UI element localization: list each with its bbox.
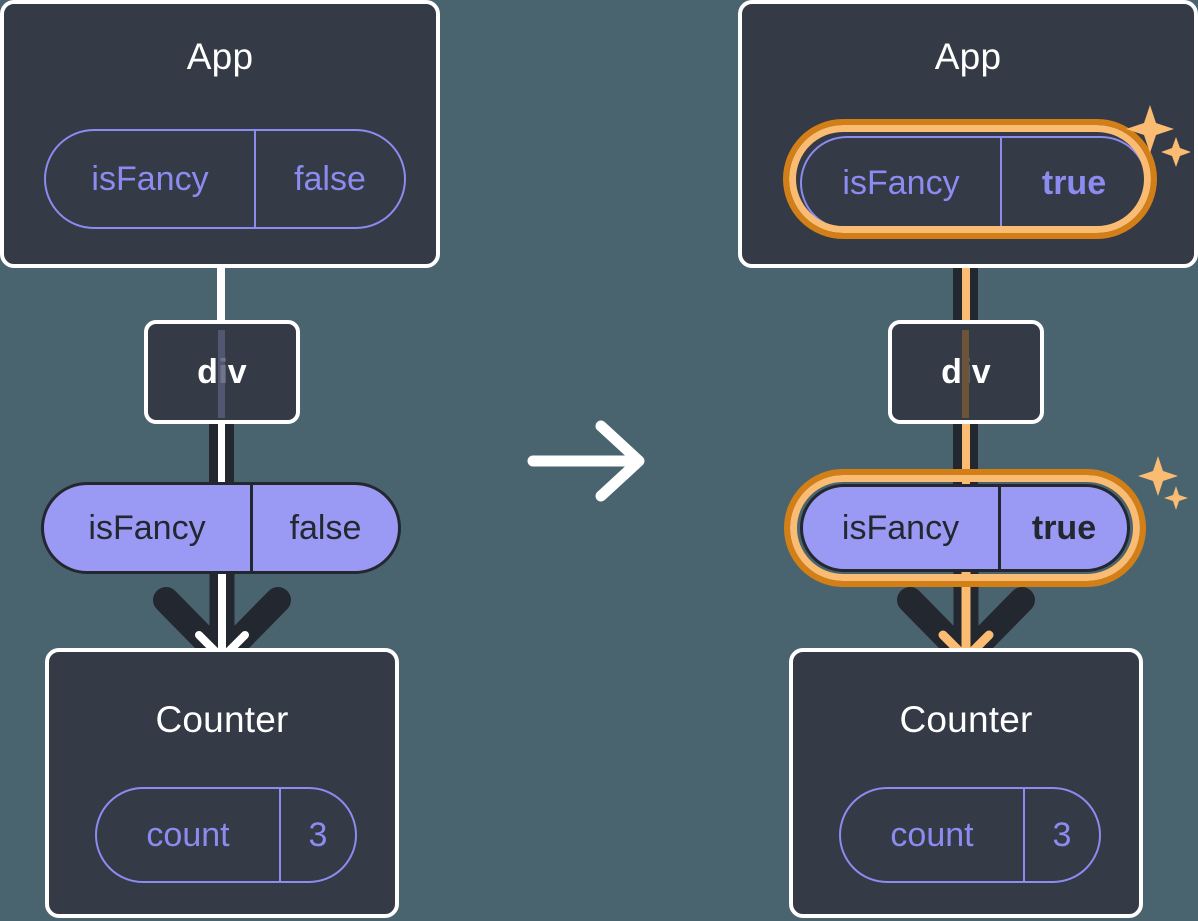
state-pill-app-after: isFancy true xyxy=(800,136,1148,230)
wire-app-to-div-before xyxy=(217,262,225,324)
prop-pill-before: isFancy false xyxy=(41,482,401,574)
wire-inside-div-before xyxy=(218,330,225,418)
wire-inside-div-after xyxy=(962,330,969,418)
counter-state-value-after: 3 xyxy=(1023,789,1099,881)
component-box-app-after: App isFancy true xyxy=(738,0,1198,268)
state-pill-counter-before: count 3 xyxy=(95,787,357,883)
component-box-counter-before: Counter count 3 xyxy=(45,648,399,918)
state-pill-value-after: true xyxy=(1000,138,1146,228)
prop-pill-key-after: isFancy xyxy=(841,508,960,547)
prop-pill-value-after: true xyxy=(998,487,1127,569)
app-title-before: App xyxy=(186,36,254,77)
sparkle-icon-prop-after xyxy=(1138,456,1188,510)
prop-pill-value-before: false xyxy=(250,485,398,571)
prop-pill-after: isFancy true xyxy=(800,484,1130,572)
state-pill-key-after: isFancy xyxy=(842,163,960,202)
state-pill-value-before: false xyxy=(254,131,404,227)
state-pill-counter-after: count 3 xyxy=(839,787,1101,883)
counter-title-before: Counter xyxy=(155,699,289,740)
wire-div-to-prop-core-after xyxy=(962,420,970,490)
wire-app-to-div-core-after xyxy=(962,226,970,324)
counter-state-value-before: 3 xyxy=(279,789,355,881)
prop-pill-key-before: isFancy xyxy=(88,508,206,547)
state-pill-key-before: isFancy xyxy=(91,159,209,198)
component-box-counter-after: Counter count 3 xyxy=(789,648,1143,918)
counter-state-key-before: count xyxy=(146,815,230,854)
state-pill-app-before: isFancy false xyxy=(44,129,406,229)
counter-title-after: Counter xyxy=(899,699,1033,740)
transition-arrow-icon xyxy=(527,420,645,502)
wire-div-to-prop-core-before xyxy=(218,420,225,490)
app-title-after: App xyxy=(934,36,1002,77)
sparkle-icon-app-after xyxy=(1126,105,1191,167)
counter-state-key-after: count xyxy=(890,815,974,854)
component-box-app-before: App isFancy false xyxy=(0,0,440,268)
